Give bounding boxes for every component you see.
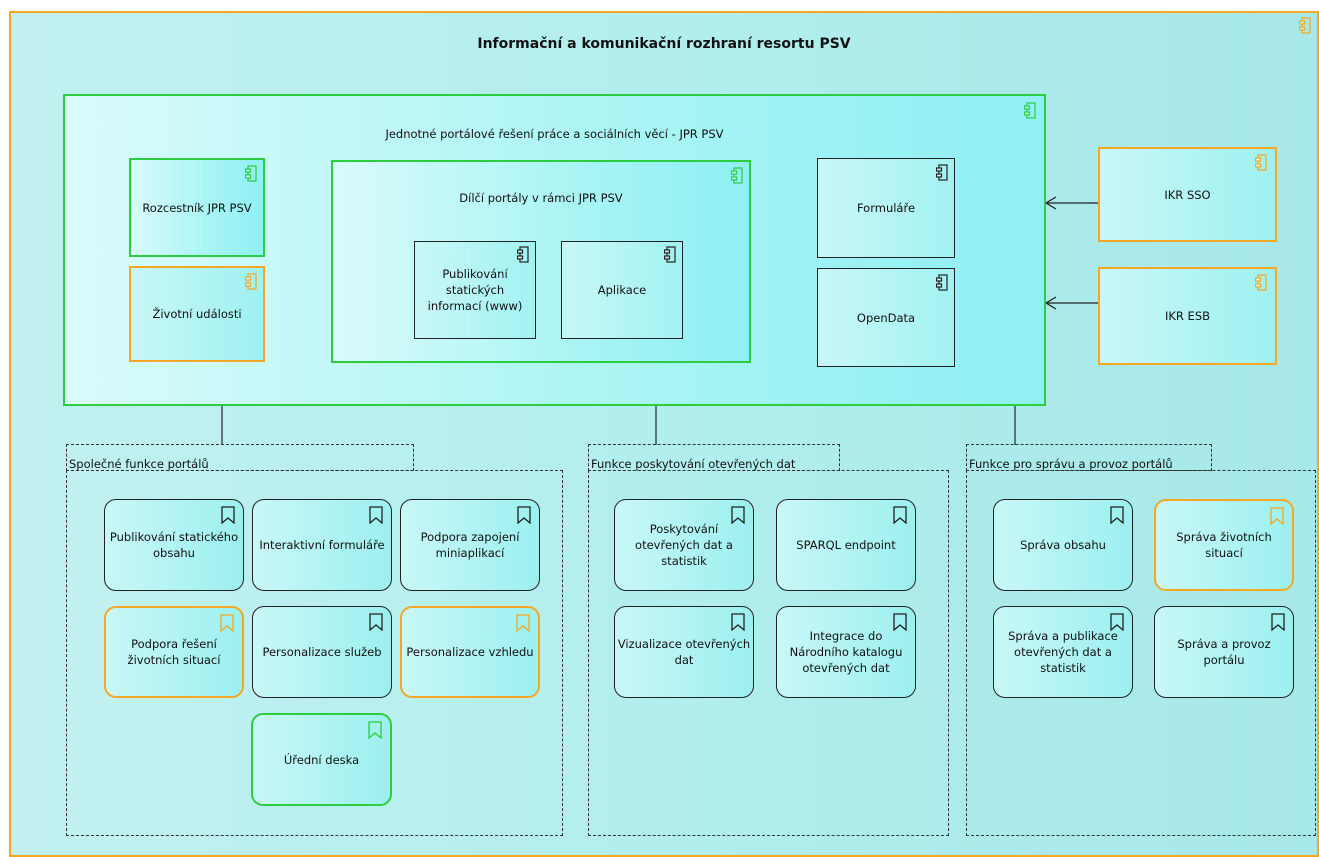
function-label: Integrace do Národního katalogu otevřený… [789,629,903,675]
opendata-component: OpenData [817,268,955,367]
function-label: Interaktivní formuláře [259,538,385,552]
bookmark-icon [1110,613,1124,631]
function-sprava-provoz-portalu: Správa a provoz portálu [1154,606,1294,698]
function-label: Správa obsahu [1020,538,1106,552]
component-icon [731,167,743,184]
zivotni-udalosti-label: Životní události [152,307,242,321]
function-personalizace-vzhledu: Personalizace vzhledu [400,606,540,698]
function-label: Podpora řešení životních situací [127,637,221,667]
function-label: Správa a publikace otevřených dat a stat… [1008,629,1118,675]
function-label: Publikování statického obsahu [109,530,239,560]
group-spolecne-label: Společné funkce portálů [69,457,209,471]
function-label: Úřední deska [283,752,360,767]
function-personalizace-sluzeb: Personalizace služeb [252,606,392,698]
function-podpora-zivotnich-situaci: Podpora řešení životních situací [104,606,244,698]
formulare-label: Formuláře [856,201,916,215]
bookmark-icon [368,721,382,739]
ikr-esb-label: IKR ESB [1164,309,1211,323]
bookmark-icon [369,613,383,631]
dilci-portaly-label: Dílčí portály v rámci JPR PSV [459,191,623,205]
bookmark-icon [731,613,745,631]
component-icon [1024,102,1036,119]
aplikace-label: Aplikace [597,283,647,297]
function-podpora-miniaplikaci: Podpora zapojení miniaplikací [400,499,540,591]
bookmark-icon [1110,506,1124,524]
function-interaktivni-formulare: Interaktivní formuláře [252,499,392,591]
function-label: Vizualizace otevřených dat [617,637,751,667]
function-label: Poskytování otevřených dat a statistik [635,522,733,568]
function-sprava-publikace-dat: Správa a publikace otevřených dat a stat… [993,606,1133,698]
bookmark-icon [516,614,530,632]
ikr-sso-label: IKR SSO [1164,187,1211,202]
component-icon [1255,154,1267,171]
component-icon [936,274,948,291]
function-vizualizace-dat: Vizualizace otevřených dat [614,606,754,698]
component-icon [517,246,529,263]
group-sprava-label: Funkce pro správu a provoz portálů [969,457,1173,471]
group-otevrena-label: Funkce poskytování otevřených dat [591,457,796,471]
function-sparql-endpoint: SPARQL endpoint [776,499,916,591]
aplikace-component: Aplikace [561,241,683,339]
bookmark-icon [220,614,234,632]
bookmark-icon [731,506,745,524]
function-uredni-deska: Úřední deska [251,713,392,806]
function-label: Personalizace vzhledu [406,645,534,659]
function-label: SPARQL endpoint [796,538,896,552]
component-icon [1255,274,1267,291]
bookmark-icon [1270,507,1284,525]
group-spolecne [66,470,563,836]
bookmark-icon [221,506,235,524]
function-publikovani-obsahu: Publikování statického obsahu [104,499,244,591]
diagram-title: Informační a komunikační rozhraní resort… [477,36,851,52]
component-icon [245,165,257,182]
component-icon [936,164,948,181]
zivotni-udalosti-component: Životní události [129,266,265,362]
bookmark-icon [893,506,907,524]
formulare-component: Formuláře [817,158,955,258]
publikovani-label: Publikování statických informací (www) [427,267,523,313]
ikr-esb-component: IKR ESB [1098,267,1277,365]
group-sprava [966,470,1316,836]
group-otevrena [588,470,949,836]
function-label: Personalizace služeb [262,645,382,659]
bookmark-icon [369,506,383,524]
component-icon [664,246,676,263]
rozcestnik-component: Rozcestník JPR PSV [129,158,265,257]
function-label: Správa životních situací [1176,530,1272,560]
function-sprava-zivotnich-situaci: Správa životních situací [1154,499,1294,591]
rozcestnik-label: Rozcestník JPR PSV [142,200,252,215]
function-label: Podpora zapojení miniaplikací [420,530,520,560]
function-label: Správa a provoz portálu [1177,637,1271,667]
opendata-label: OpenData [856,310,916,325]
publikovani-component: Publikování statických informací (www) [414,241,536,339]
component-icon [245,273,257,290]
bookmark-icon [893,613,907,631]
component-icon [1299,17,1311,34]
function-sprava-obsahu: Správa obsahu [993,499,1133,591]
bookmark-icon [517,506,531,524]
function-poskytovani-dat: Poskytování otevřených dat a statistik [614,499,754,591]
bookmark-icon [1271,613,1285,631]
ikr-sso-component: IKR SSO [1098,147,1277,242]
jpr-psv-label: Jednotné portálové řešení práce a sociál… [385,127,724,141]
function-integrace-nkod: Integrace do Národního katalogu otevřený… [776,606,916,698]
